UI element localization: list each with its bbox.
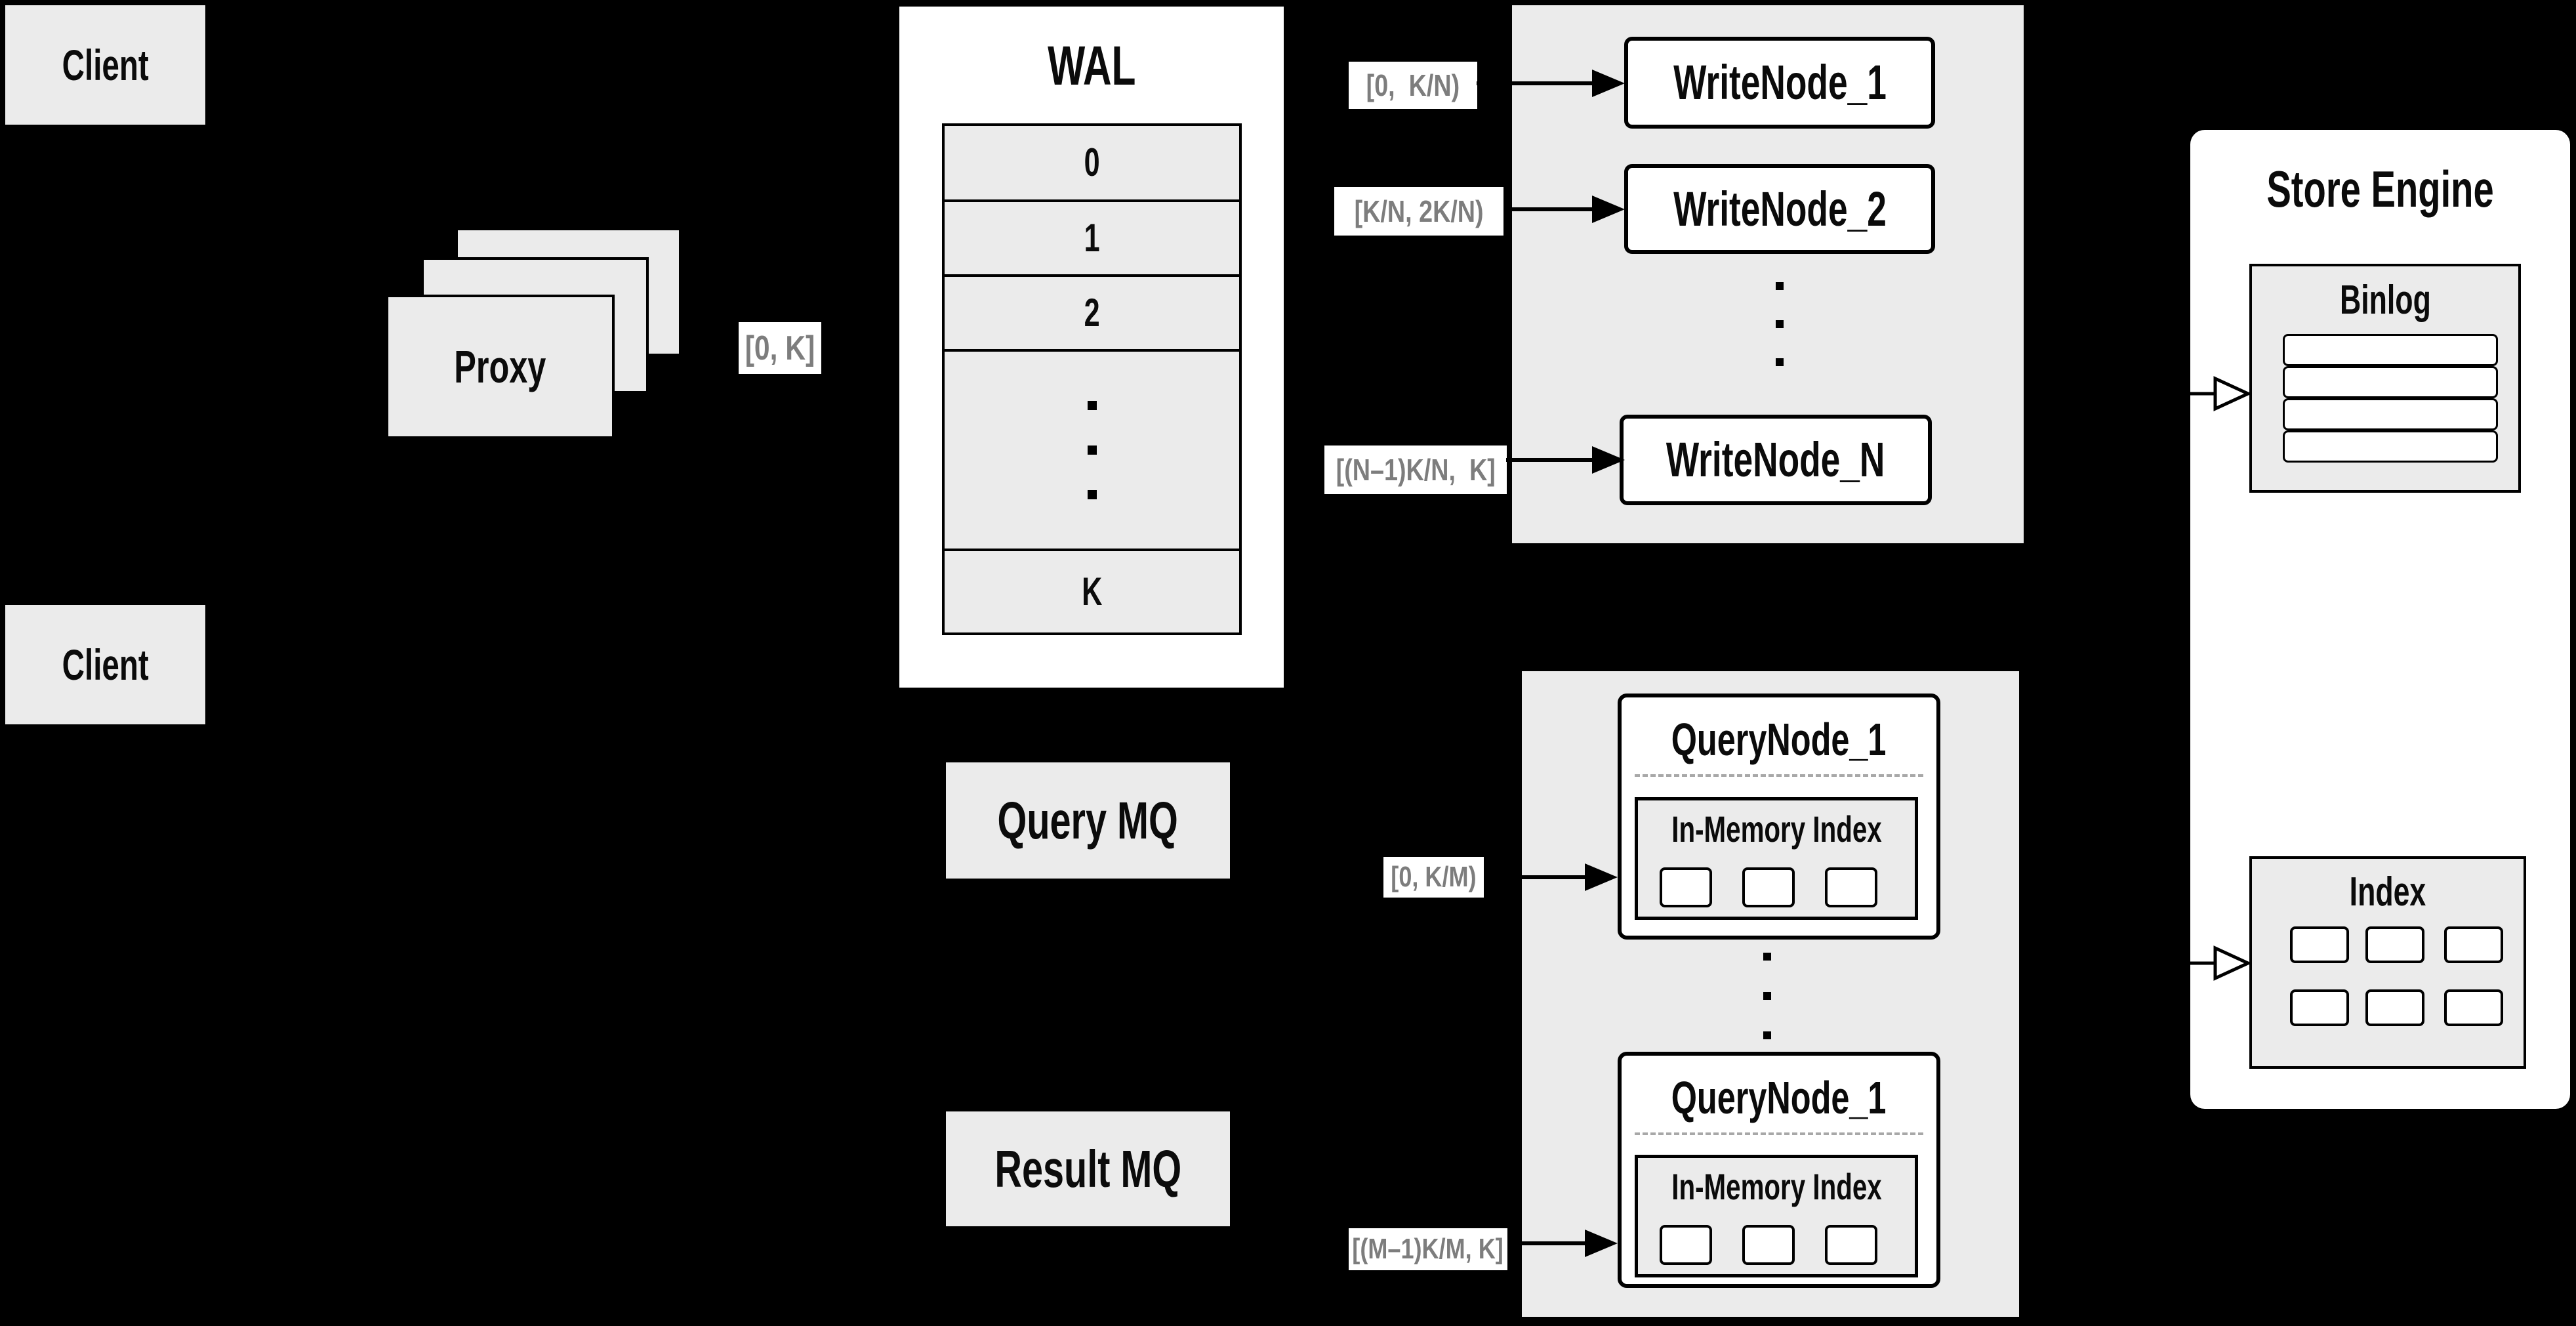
wal-ellipsis-row [945, 352, 1239, 551]
proxy-range-label: [0, K] [745, 329, 815, 367]
write-node-box-n: WriteNode_N [1620, 415, 1932, 505]
proxy-label: Proxy [454, 341, 546, 392]
client-top-label: Client [62, 41, 149, 89]
query-mq-box: Query MQ [946, 762, 1230, 879]
in-memory-index-title: In-Memory Index [1671, 808, 1882, 850]
index-cell [2290, 989, 2349, 1026]
binlog-row [2283, 366, 2498, 398]
write-node-box-1: WriteNode_1 [1624, 37, 1935, 129]
wal-segment-row: 2 [945, 277, 1239, 352]
query-node-title: QueryNode_1 [1671, 1072, 1887, 1123]
query-range-chip-2: [(M–1)K/M, K] [1349, 1228, 1507, 1270]
write-range-chip-3: [(N–1)K/N, K] [1324, 445, 1507, 494]
ellipsis-dots-icon [1775, 282, 1784, 366]
index-segment-cell [1660, 1225, 1712, 1265]
hollow-arrow-right-icon [2190, 376, 2251, 411]
binlog-row [2283, 334, 2498, 366]
in-memory-index-title: In-Memory Index [1671, 1166, 1882, 1207]
client-box-top: Client [5, 5, 205, 125]
index-segment-cell [1825, 867, 1877, 907]
query-node-title: QueryNode_1 [1671, 714, 1887, 765]
proxy-card-front: Proxy [386, 295, 615, 439]
index-segment-cell [1660, 867, 1712, 907]
client-bottom-label: Client [62, 640, 149, 689]
write-node-box-2: WriteNode_2 [1624, 164, 1935, 254]
binlog-row [2283, 430, 2498, 463]
hollow-arrow-right-icon [2190, 945, 2251, 981]
ellipsis-dots-icon [1087, 401, 1097, 499]
index-cell [2444, 989, 2503, 1026]
wal-segment-row: 1 [945, 202, 1239, 277]
index-segment-cell [1742, 1225, 1795, 1265]
ellipsis-dots-icon [1763, 953, 1772, 1039]
index-title: Index [2349, 869, 2426, 915]
binlog-title: Binlog [2339, 278, 2431, 323]
write-range-chip-2: [K/N, 2K/N) [1334, 187, 1503, 236]
index-cell [2444, 926, 2503, 963]
write-range-chip-1: [0, K/N) [1349, 62, 1477, 109]
binlog-row [2283, 398, 2498, 430]
index-segment-cell [1742, 867, 1795, 907]
result-mq-box: Result MQ [946, 1111, 1230, 1226]
dashed-divider [1635, 774, 1923, 777]
index-cell [2365, 926, 2424, 963]
store-engine-title: Store Engine [2266, 160, 2494, 218]
arrow-right-icon [1484, 863, 1618, 891]
wal-title: WAL [1047, 35, 1136, 96]
arrow-right-icon [1503, 196, 1625, 223]
wal-segment-row: 0 [945, 126, 1239, 202]
arrow-right-icon [1477, 70, 1625, 97]
index-segment-cell [1825, 1225, 1877, 1265]
dashed-divider [1635, 1132, 1923, 1135]
wal-segment-row: K [945, 551, 1239, 632]
arrow-right-icon [1507, 1230, 1618, 1257]
proxy-range-chip: [0, K] [739, 322, 821, 374]
index-cell [2290, 926, 2349, 963]
wal-segment-table: 0 1 2 K [942, 123, 1242, 635]
arrow-right-icon [1506, 446, 1625, 474]
index-cell [2365, 989, 2424, 1026]
client-box-bottom: Client [5, 605, 205, 724]
query-range-chip-1: [0, K/M) [1383, 857, 1484, 898]
